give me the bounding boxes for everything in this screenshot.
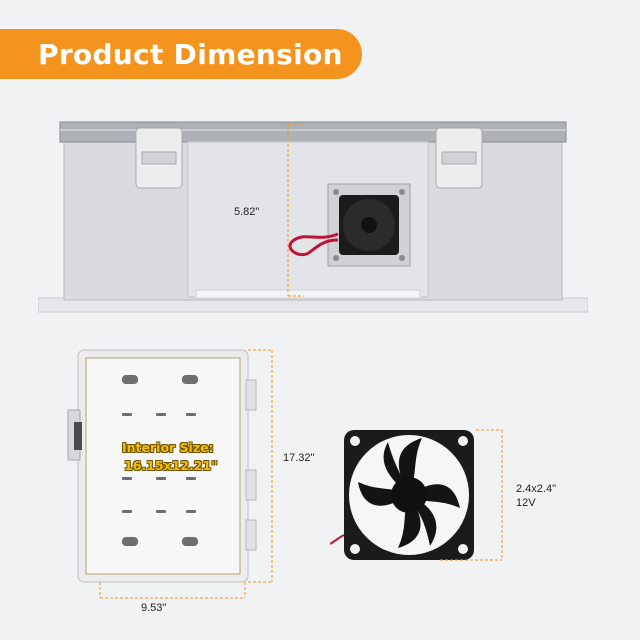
mounting-plate [85,357,241,575]
fan-closeup [330,429,503,561]
banner-title: Product Dimension [38,37,343,71]
length-dimension-label: 17.32" [283,452,315,464]
title-banner: Product Dimension [0,29,362,79]
enclosure-top-view [67,349,273,599]
fan-hub [391,477,427,513]
interior-size-value: 16.15x12.21" [124,458,218,473]
fan-spec: 2.4x2.4" 12V [516,482,556,510]
fan-cable [288,232,339,257]
latch-right [435,127,483,189]
enclosure-front-view [38,121,588,313]
fan-voltage-label: 12V [516,497,536,509]
width-dimension-label: 9.53" [141,602,167,614]
fan-size-label: 2.4x2.4" [516,483,556,495]
height-dimension-label: 5.82" [234,206,260,218]
latch-left [135,127,183,189]
interior-size-title: Interior Size: [122,440,214,455]
fan-small-icon [339,195,399,255]
perforation-holes [122,375,198,546]
